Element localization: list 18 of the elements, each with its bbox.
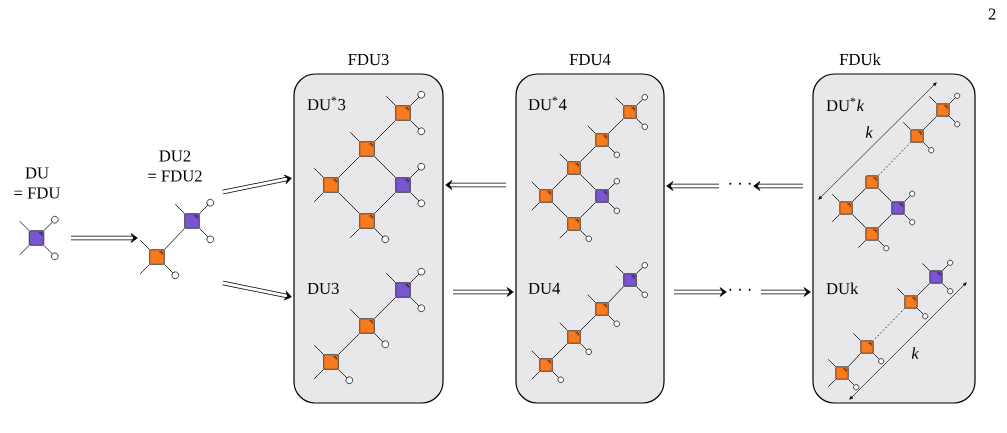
double-arrow	[666, 181, 719, 191]
equation-label: DU2 = FDU2	[148, 150, 202, 182]
ellipsis: · · ·	[729, 182, 751, 185]
page-number: 2	[988, 8, 996, 20]
dimension-label: k	[865, 126, 873, 138]
equation-label: DU = FDU	[14, 167, 61, 199]
network-label: DU$^{*}$k	[826, 97, 865, 112]
double-arrow	[222, 174, 292, 195]
ellipsis: · · ·	[729, 288, 751, 291]
double-arrow	[71, 233, 138, 243]
network-label: DUk	[826, 282, 859, 295]
double-arrow	[674, 287, 727, 297]
double-arrow	[761, 287, 811, 297]
double-arrow	[453, 287, 514, 297]
double-arrow	[445, 180, 506, 190]
dimension-label: k	[911, 347, 919, 359]
double-arrow	[222, 280, 292, 301]
double-arrow	[753, 181, 803, 191]
